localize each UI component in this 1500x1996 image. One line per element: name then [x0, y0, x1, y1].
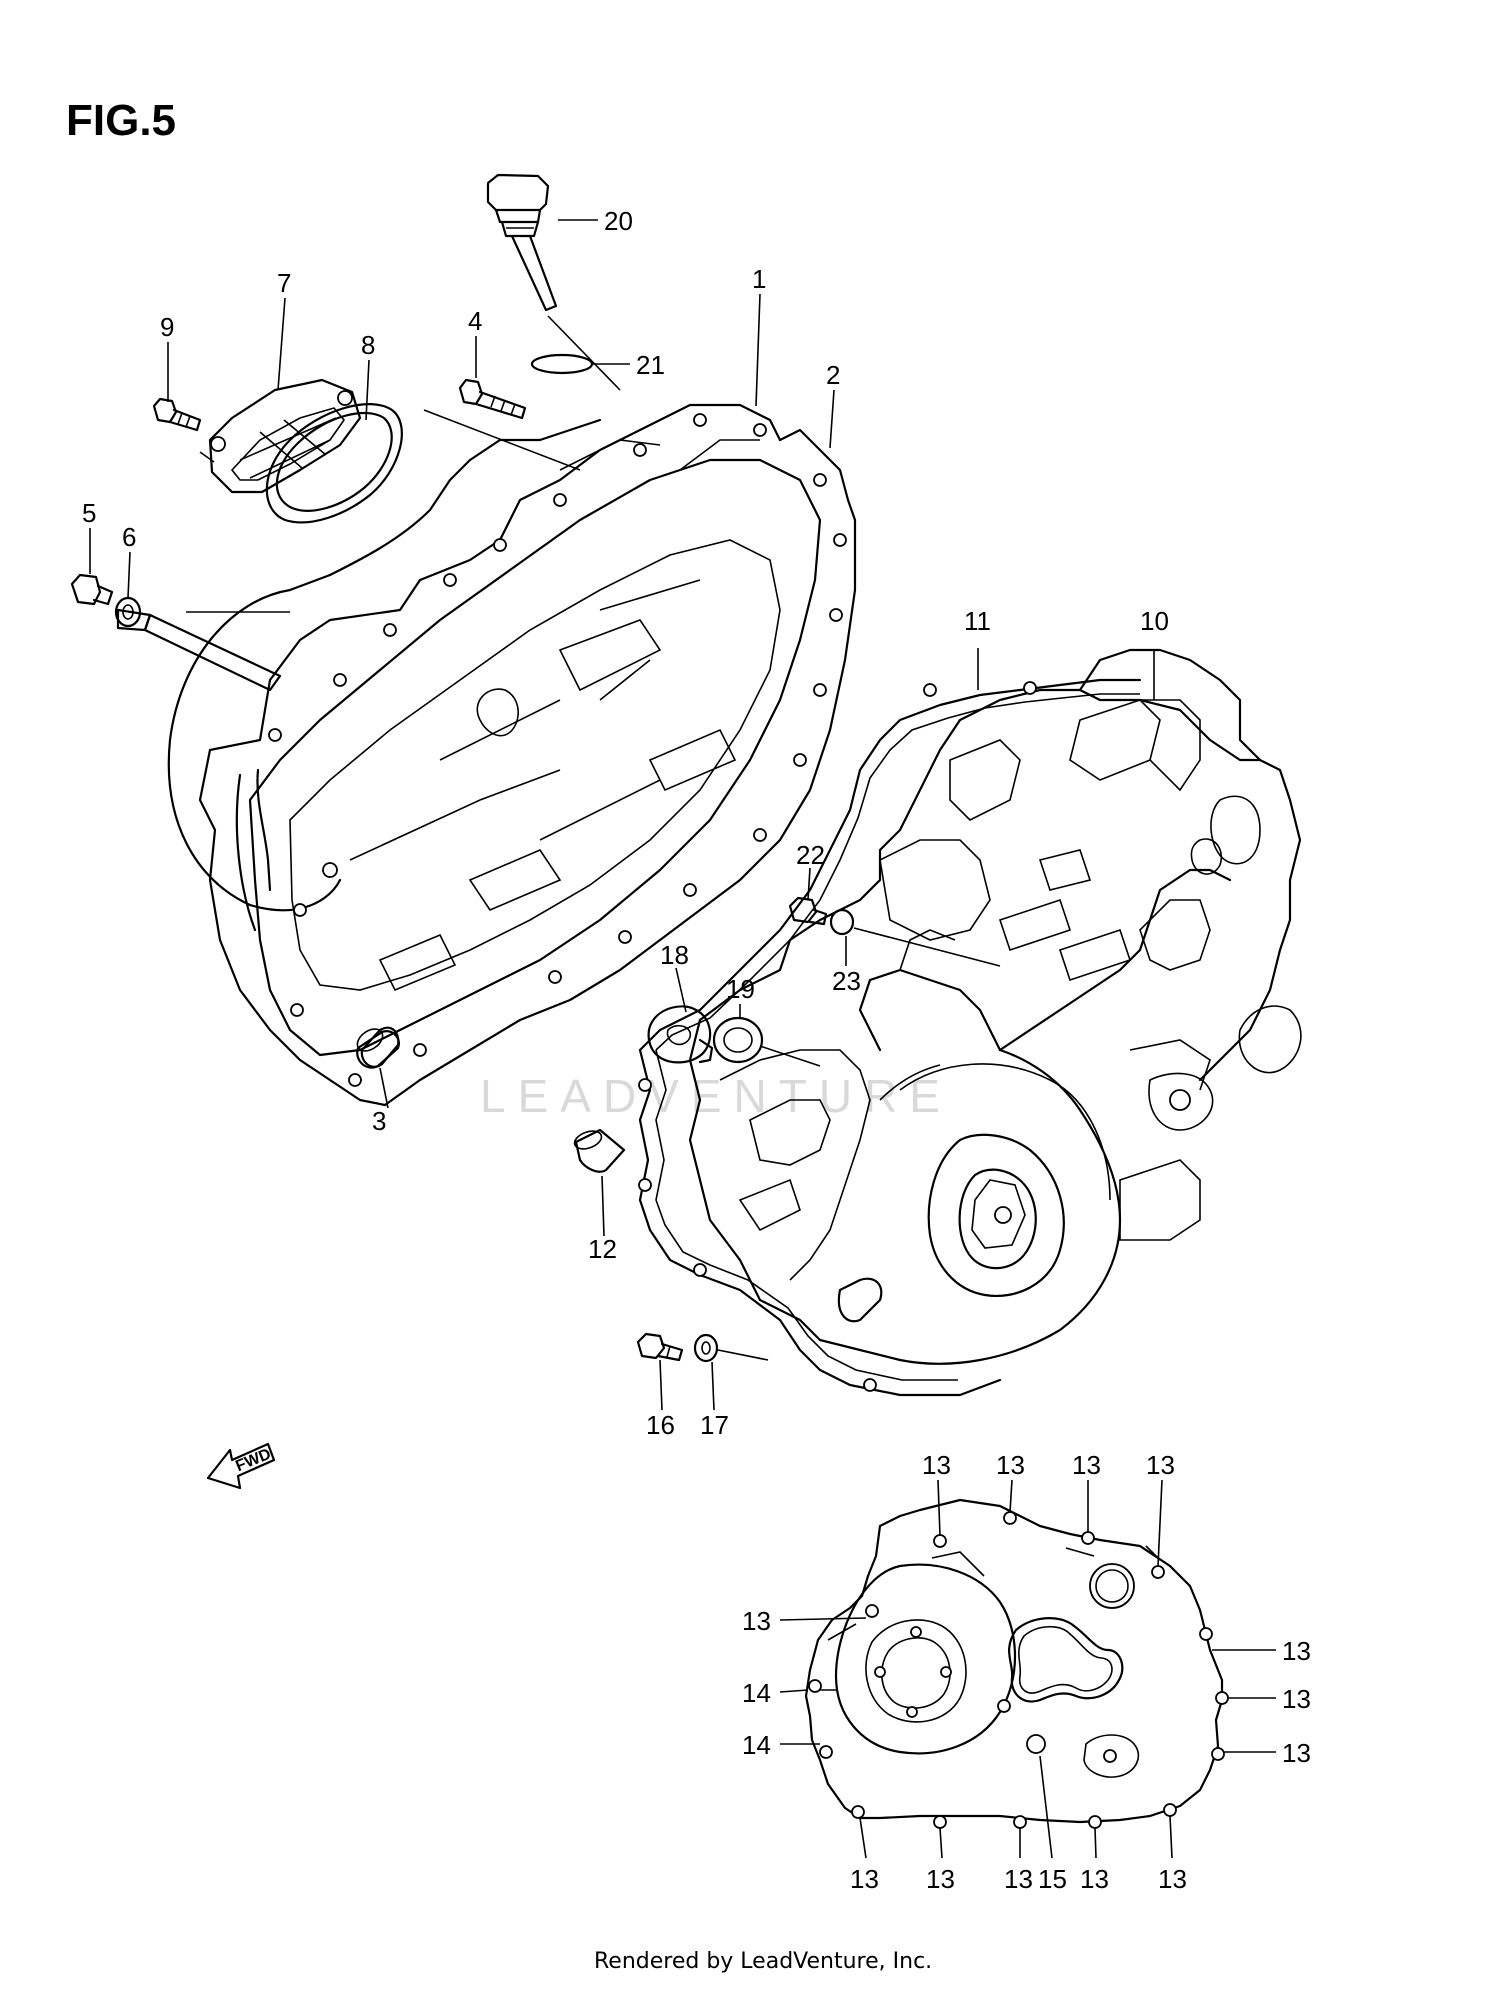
- callout-2: 2: [826, 360, 840, 390]
- callout-3: 3: [372, 1106, 386, 1136]
- callout-13-c: 13: [1072, 1450, 1101, 1480]
- callout-9: 9: [160, 312, 174, 342]
- figure-title: FIG.5: [66, 96, 176, 145]
- bolt-16: [636, 1332, 684, 1362]
- callout-labels: 20 21 1 2 4 7 8 9 5 6 3 11 10 12 18 19 2…: [82, 206, 1311, 1894]
- callout-15: 15: [1038, 1864, 1067, 1894]
- callout-4: 4: [468, 306, 482, 336]
- footer-credit: Rendered by LeadVenture, Inc.: [594, 1949, 932, 1974]
- callout-13-d: 13: [1146, 1450, 1175, 1480]
- alignment-lines: [186, 315, 1001, 1361]
- callout-23: 23: [832, 966, 861, 996]
- callout-8: 8: [361, 330, 375, 360]
- callout-13-k: 13: [1004, 1864, 1033, 1894]
- leader-lines: [89, 219, 1276, 1859]
- callout-19: 19: [726, 974, 755, 1004]
- callout-21: 21: [636, 350, 665, 380]
- bolt-4: [458, 378, 527, 420]
- plug-5: [70, 573, 114, 606]
- bolt-9: [152, 397, 202, 432]
- dowel-pin-12: [573, 1128, 626, 1173]
- callout-13-l: 13: [1080, 1864, 1109, 1894]
- callout-13-a: 13: [922, 1450, 951, 1480]
- callout-5: 5: [82, 498, 96, 528]
- callout-13-b: 13: [996, 1450, 1025, 1480]
- callout-13-j: 13: [926, 1864, 955, 1894]
- bolt-22: [788, 896, 828, 926]
- washer-23: [829, 908, 855, 936]
- callout-13-g: 13: [1282, 1684, 1311, 1714]
- callout-13-i: 13: [850, 1864, 879, 1894]
- cover-plate-7: [208, 378, 362, 494]
- callout-14-a: 14: [742, 1678, 771, 1708]
- callout-13-f: 13: [1282, 1636, 1311, 1666]
- callout-18: 18: [660, 940, 689, 970]
- callout-14-b: 14: [742, 1730, 771, 1760]
- fwd-arrow-icon: FWD: [206, 1442, 276, 1490]
- callout-16: 16: [646, 1410, 675, 1440]
- callout-7: 7: [277, 268, 291, 298]
- callout-6: 6: [122, 522, 136, 552]
- o-ring-21: [530, 353, 594, 375]
- callout-22: 22: [796, 840, 825, 870]
- watermark: LEADVENTURE: [480, 1070, 952, 1122]
- callout-17: 17: [700, 1410, 729, 1440]
- callout-13-m: 13: [1158, 1864, 1187, 1894]
- oil-dipstick: [486, 173, 558, 312]
- callout-11: 11: [964, 606, 991, 636]
- dowel-pin-3: [356, 1028, 400, 1069]
- callout-13-e: 13: [742, 1606, 771, 1636]
- crankcase-cover-right: [688, 648, 1302, 1365]
- plug-18: [647, 1005, 714, 1064]
- gasket-11: [638, 678, 1142, 1397]
- callout-20: 20: [604, 206, 633, 236]
- callout-10: 10: [1140, 606, 1169, 636]
- gasket-8: [265, 403, 403, 524]
- seal-19: [712, 1016, 764, 1064]
- washer-17: [693, 1333, 719, 1363]
- callout-1: 1: [752, 264, 766, 294]
- callout-13-h: 13: [1282, 1738, 1311, 1768]
- callout-12: 12: [588, 1234, 617, 1264]
- detail-cover-view: [804, 1498, 1229, 1829]
